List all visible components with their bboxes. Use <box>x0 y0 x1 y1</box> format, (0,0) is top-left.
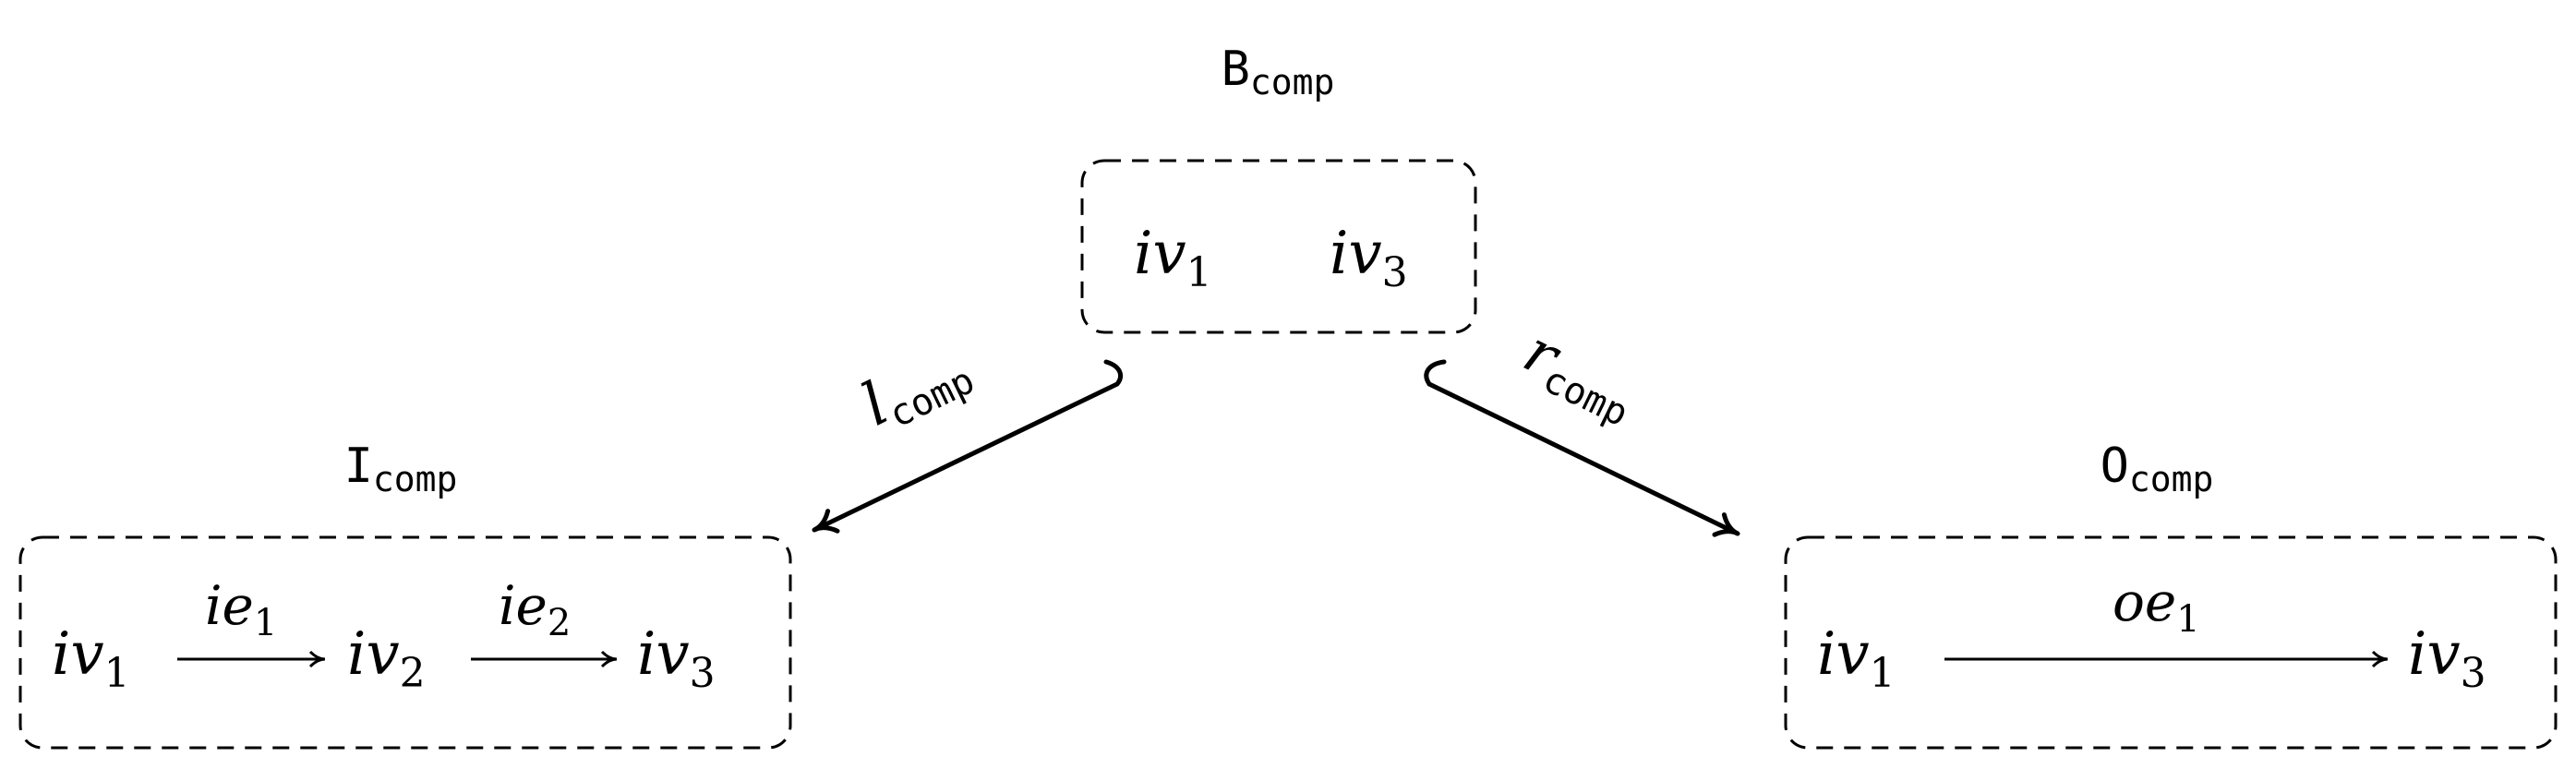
left-edge-ie1-label: ie1 <box>205 574 277 644</box>
left-node-iv1: iv1 <box>52 620 130 697</box>
right-object-box <box>1784 535 2558 750</box>
right-node-iv1: iv1 <box>1817 620 1896 697</box>
right-object-title: Ocomp <box>2101 439 2214 499</box>
left-node-iv2: iv2 <box>347 620 426 697</box>
left-morphism-label: lcomp <box>852 331 981 445</box>
left-object-title: Icomp <box>344 439 458 499</box>
left-object-box <box>18 535 792 750</box>
left-edge-ie2-label: ie2 <box>499 574 571 644</box>
bottom-object-box <box>1080 159 1477 334</box>
bottom-node-iv1: iv1 <box>1134 220 1212 296</box>
bottom-node-iv3: iv3 <box>1330 220 1408 296</box>
right-morphism-arrow <box>1424 359 1740 537</box>
left-morphism-arrow <box>812 359 1123 534</box>
right-node-iv3: iv3 <box>2408 620 2486 697</box>
left-node-iv3: iv3 <box>637 620 716 697</box>
right-morphism-label: rcomp <box>1511 318 1648 436</box>
bottom-object-title: Bcomp <box>1222 42 1335 102</box>
right-edge-oe1-label: oe1 <box>2113 571 2200 641</box>
